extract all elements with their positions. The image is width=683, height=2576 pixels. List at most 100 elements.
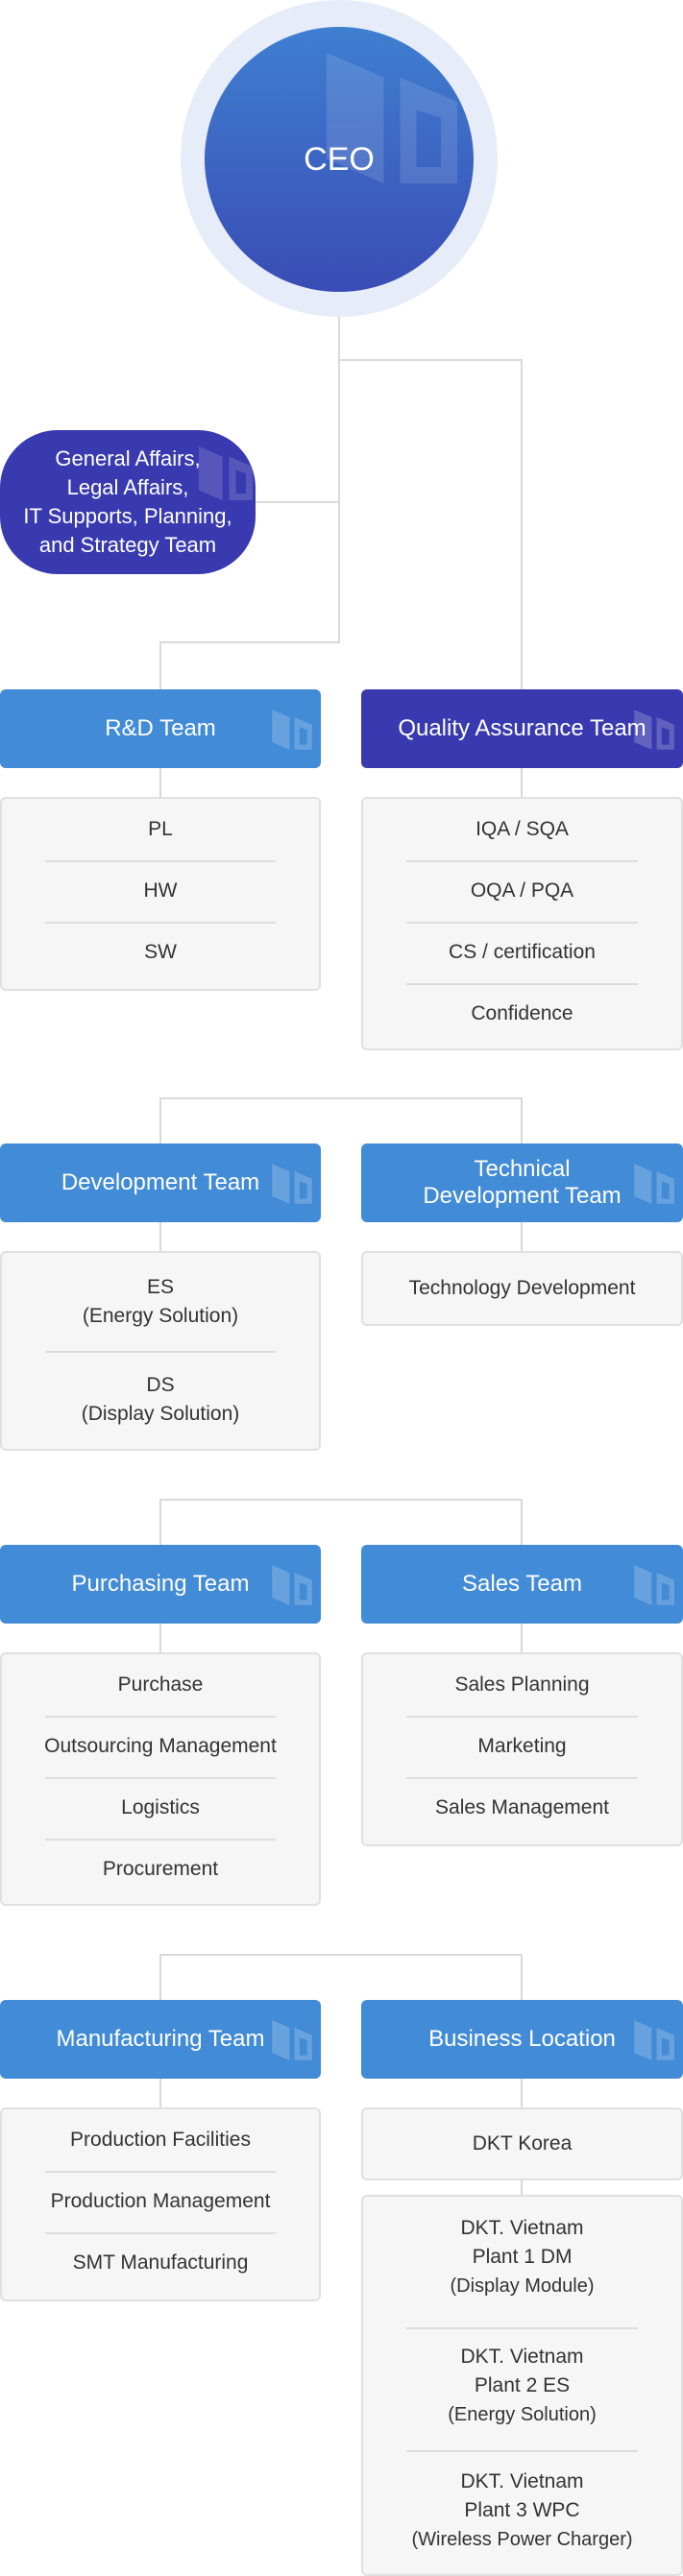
divider [45, 922, 276, 924]
plant-location: DKT. Vietnam [460, 2470, 584, 2492]
divider [45, 860, 276, 862]
development-team-name: Development Team [61, 1169, 260, 1195]
connector-line [256, 501, 340, 503]
divider [406, 1716, 638, 1718]
connector-line [159, 1624, 161, 1652]
brand-logo-watermark-icon [272, 2020, 312, 2060]
plant-name: Plant 2 ES [474, 2374, 571, 2396]
divider [45, 2171, 276, 2173]
connector-line [159, 641, 161, 691]
brand-logo-watermark-icon [634, 1565, 674, 1605]
purchasing-team-item: Logistics [121, 1796, 200, 1818]
divider [406, 2327, 638, 2329]
plant-location: DKT. Vietnam [460, 2217, 584, 2239]
brand-logo-watermark-icon [272, 1565, 312, 1605]
rd-team-box: PL HW SW [0, 797, 321, 991]
connector-line [159, 2079, 161, 2107]
rd-team-item: PL [148, 818, 173, 840]
manufacturing-team-box: Production Facilities Production Managem… [0, 2107, 321, 2301]
connector-line [521, 1954, 523, 2002]
vietnam-plant: DKT. Vietnam Plant 1 DM (Display Module) [363, 2197, 681, 2318]
development-team-header: Development Team [0, 1144, 321, 1222]
qa-team-header: Quality Assurance Team [361, 689, 683, 768]
brand-logo-watermark-icon [327, 53, 457, 183]
divider [45, 1716, 276, 1718]
divider [45, 1839, 276, 1841]
sales-team-item: Marketing [477, 1735, 567, 1757]
development-item-title: ES [146, 1276, 174, 1298]
manufacturing-team-item: Production Management [50, 2190, 271, 2212]
divider [406, 922, 638, 924]
vietnam-plants-box: DKT. Vietnam Plant 1 DM (Display Module)… [361, 2195, 683, 2576]
qa-team-box: IQA / SQA OQA / PQA CS / certification C… [361, 797, 683, 1050]
sales-team-header: Sales Team [361, 1545, 683, 1624]
qa-team-item: IQA / SQA [476, 818, 569, 840]
technical-development-team-header: Technical Development Team [361, 1144, 683, 1222]
purchasing-team-item: Procurement [102, 1858, 219, 1880]
plant-name: Plant 3 WPC [464, 2499, 580, 2521]
brand-logo-watermark-icon [272, 710, 312, 750]
brand-logo-watermark-icon [634, 1164, 674, 1204]
technical-team-name-line: Technical [474, 1156, 571, 1182]
sales-team-name: Sales Team [462, 1571, 582, 1597]
connector-line [159, 1222, 161, 1251]
connector-line [159, 1499, 161, 1547]
business-location-name: Business Location [428, 2026, 616, 2052]
technical-team-name-line: Development Team [423, 1183, 622, 1209]
rd-team-name: R&D Team [105, 715, 216, 741]
manufacturing-team-item: Production Facilities [70, 2129, 251, 2151]
divider [45, 1777, 276, 1779]
general-affairs-node: General Affairs, Legal Affairs, IT Suppo… [0, 430, 256, 574]
divider [406, 860, 638, 862]
divider [406, 2450, 638, 2452]
qa-team-item: CS / certification [449, 941, 596, 963]
business-location-header: Business Location [361, 2000, 683, 2079]
development-item-subtitle: (Display Solution) [81, 1403, 240, 1425]
connector-line [521, 1499, 523, 1547]
ceo-label: CEO [304, 140, 375, 178]
rd-team-item: SW [144, 941, 177, 963]
vietnam-plant: DKT. Vietnam Plant 2 ES (Energy Solution… [363, 2329, 681, 2443]
connector-line [338, 315, 340, 641]
purchasing-team-name: Purchasing Team [71, 1571, 250, 1597]
connector-line [521, 1624, 523, 1652]
connector-line [159, 1499, 523, 1501]
plant-description: (Display Module) [450, 2275, 595, 2297]
connector-line [521, 1222, 523, 1251]
dkt-korea-box: DKT Korea [361, 2107, 683, 2180]
general-affairs-line: IT Supports, Planning, [23, 504, 232, 528]
dkt-korea-label: DKT Korea [472, 2132, 573, 2155]
connector-line [159, 1954, 161, 2002]
rd-team-header: R&D Team [0, 689, 321, 768]
general-affairs-line: Legal Affairs, [66, 475, 189, 499]
plant-location: DKT. Vietnam [460, 2346, 584, 2368]
brand-logo-watermark-icon [199, 446, 253, 500]
development-item-subtitle: (Energy Solution) [82, 1305, 239, 1327]
brand-logo-watermark-icon [634, 710, 674, 750]
connector-line [521, 359, 523, 691]
manufacturing-team-header: Manufacturing Team [0, 2000, 321, 2079]
sales-team-box: Sales Planning Marketing Sales Managemen… [361, 1652, 683, 1846]
rd-team-item: HW [143, 879, 178, 902]
qa-team-item: OQA / PQA [470, 879, 574, 902]
plant-description: (Wireless Power Charger) [411, 2529, 633, 2550]
technical-team-item: Technology Development [408, 1277, 636, 1299]
connector-line [521, 1097, 523, 1145]
purchasing-team-item: Purchase [117, 1673, 204, 1696]
connector-line [159, 768, 161, 797]
connector-line [159, 1954, 523, 1956]
general-affairs-line: and Strategy Team [38, 533, 217, 557]
connector-line [338, 359, 523, 361]
divider [45, 2232, 276, 2234]
manufacturing-team-name: Manufacturing Team [56, 2026, 265, 2052]
qa-team-name: Quality Assurance Team [398, 715, 646, 741]
ceo-node: CEO [205, 27, 474, 292]
connector-line [521, 2179, 523, 2195]
development-item-title: DS [146, 1374, 175, 1396]
purchasing-team-item: Outsourcing Management [44, 1735, 277, 1757]
plant-description: (Energy Solution) [448, 2404, 597, 2425]
connector-line [159, 641, 340, 643]
divider [45, 1351, 276, 1353]
connector-line [159, 1097, 161, 1145]
divider [406, 1777, 638, 1779]
